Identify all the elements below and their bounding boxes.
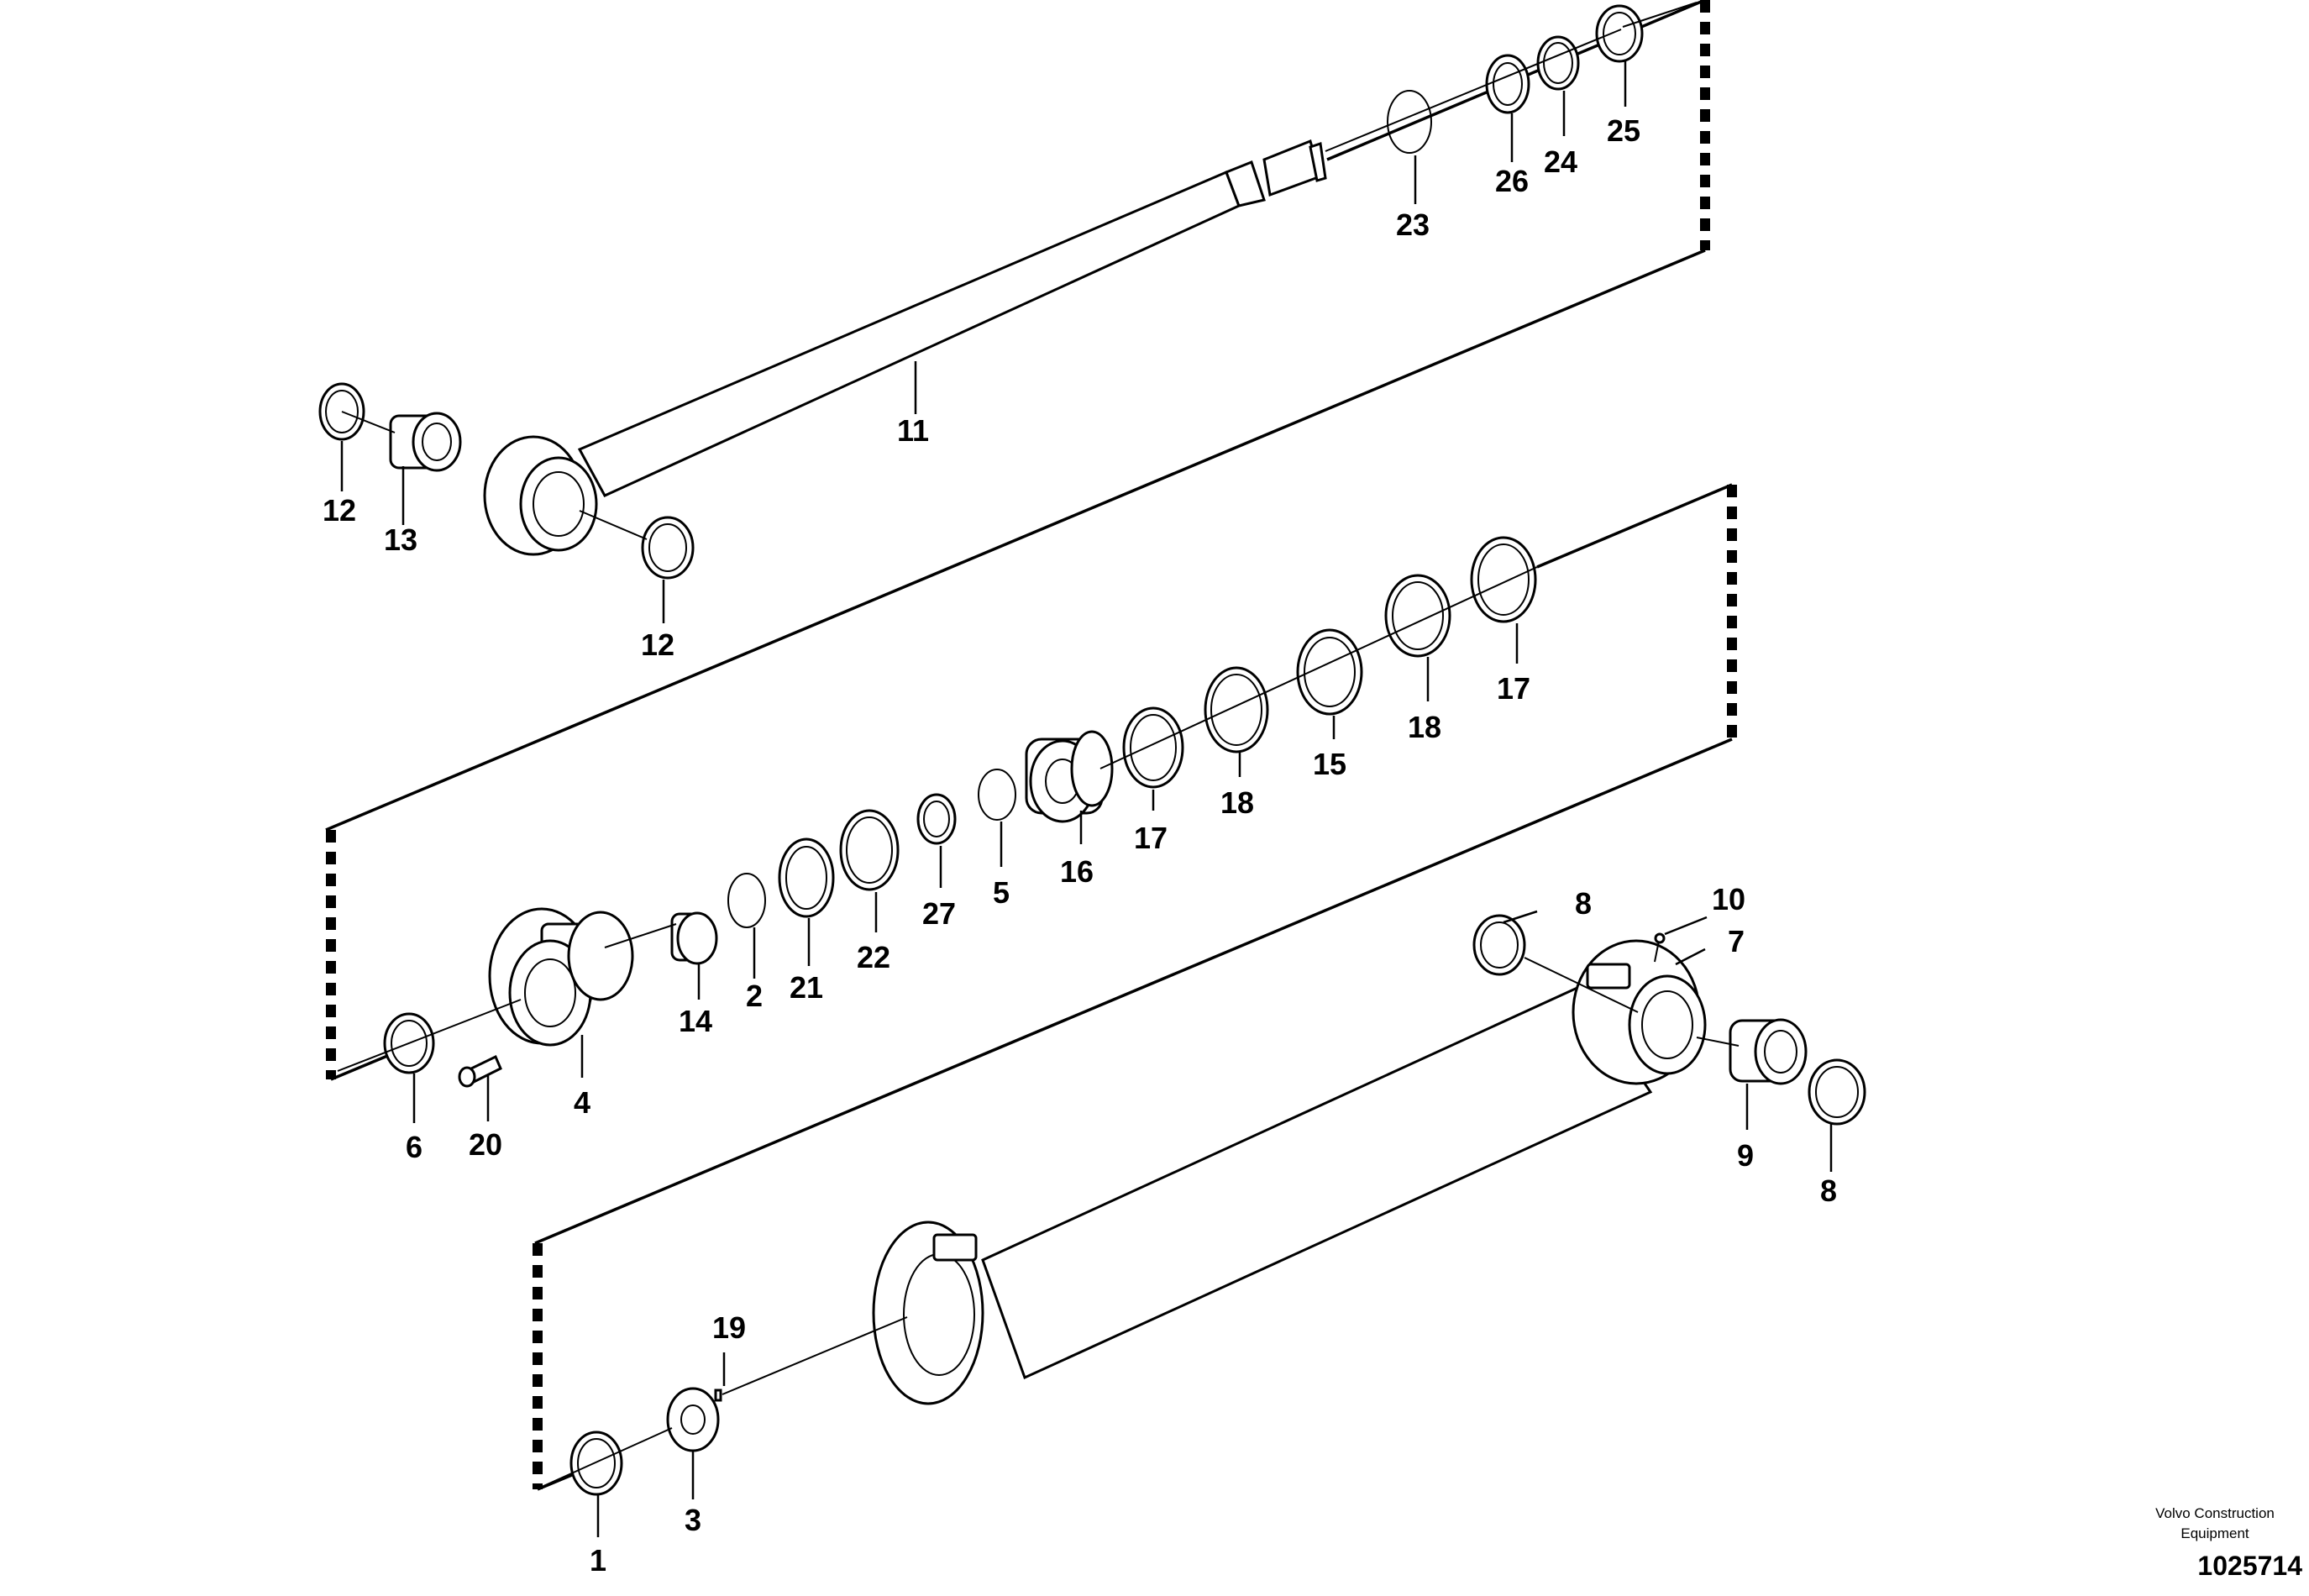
document-number: 1025714 bbox=[2197, 1551, 2302, 1581]
callout-27: 27 bbox=[922, 896, 956, 931]
callout-17: 17 bbox=[1497, 671, 1530, 706]
callout-15: 15 bbox=[1313, 747, 1346, 781]
dust-seal-8 bbox=[1472, 914, 1866, 1126]
callout-4: 4 bbox=[574, 1085, 590, 1120]
middle-axis-line bbox=[337, 566, 1538, 1072]
piston-rod bbox=[483, 139, 1327, 556]
callout-labels: 12 13 12 11 23 26 24 25 17 18 15 18 17 1… bbox=[323, 113, 1837, 1578]
piston-rings-right bbox=[1122, 536, 1537, 789]
cylinder-tube-7 bbox=[872, 939, 1707, 1405]
callout-5: 5 bbox=[993, 875, 1010, 910]
bolt-20 bbox=[458, 1054, 502, 1088]
callout-10: 10 bbox=[1712, 882, 1745, 916]
callout-12: 12 bbox=[323, 493, 356, 528]
lock-nut-3 bbox=[666, 1387, 722, 1452]
callout-22: 22 bbox=[857, 940, 890, 974]
callout-21: 21 bbox=[790, 970, 823, 1005]
callout-3: 3 bbox=[685, 1503, 701, 1537]
publisher-credit: Volvo Construction Equipment bbox=[2123, 1504, 2307, 1544]
callout-23: 23 bbox=[1396, 207, 1430, 242]
top-axis-lines bbox=[341, 2, 1698, 540]
callout-20: 20 bbox=[469, 1127, 502, 1162]
callout-1: 1 bbox=[590, 1543, 606, 1578]
bushing-14 bbox=[670, 911, 718, 965]
callout-26: 26 bbox=[1495, 164, 1529, 198]
publisher-line-2: Equipment bbox=[2180, 1525, 2249, 1541]
bottom-axis-lines bbox=[541, 957, 1740, 1488]
cylinder-head-4 bbox=[488, 907, 634, 1047]
rod-seals-23-26 bbox=[1387, 4, 1644, 154]
section-frames bbox=[325, 0, 1737, 1491]
callout-13: 13 bbox=[384, 522, 417, 557]
callout-24: 24 bbox=[1544, 144, 1577, 179]
bushing-13 bbox=[389, 412, 462, 472]
callout-16: 16 bbox=[1060, 854, 1094, 889]
piston-seals-middle bbox=[727, 769, 1016, 928]
publisher-line-1: Volvo Construction bbox=[2155, 1505, 2275, 1521]
piston-16 bbox=[1025, 730, 1114, 823]
callout-7: 7 bbox=[1728, 924, 1745, 958]
leader-lines bbox=[340, 61, 1833, 1537]
callout-6: 6 bbox=[406, 1130, 422, 1164]
callout-8: 8 bbox=[1575, 886, 1592, 921]
ring-1 bbox=[569, 1431, 623, 1496]
callout-2: 2 bbox=[746, 979, 763, 1013]
callout-25: 25 bbox=[1607, 113, 1640, 148]
grease-nipple-10 bbox=[1654, 932, 1666, 963]
bushing-9 bbox=[1729, 1018, 1808, 1085]
callout-12: 12 bbox=[641, 627, 674, 662]
callout-18: 18 bbox=[1220, 785, 1254, 820]
callout-14: 14 bbox=[679, 1004, 712, 1038]
callout-19: 19 bbox=[712, 1310, 746, 1345]
callout-17: 17 bbox=[1134, 821, 1168, 855]
callout-9: 9 bbox=[1737, 1138, 1754, 1173]
callout-18: 18 bbox=[1408, 710, 1441, 744]
callout-11: 11 bbox=[897, 413, 929, 448]
callout-8: 8 bbox=[1820, 1173, 1837, 1208]
